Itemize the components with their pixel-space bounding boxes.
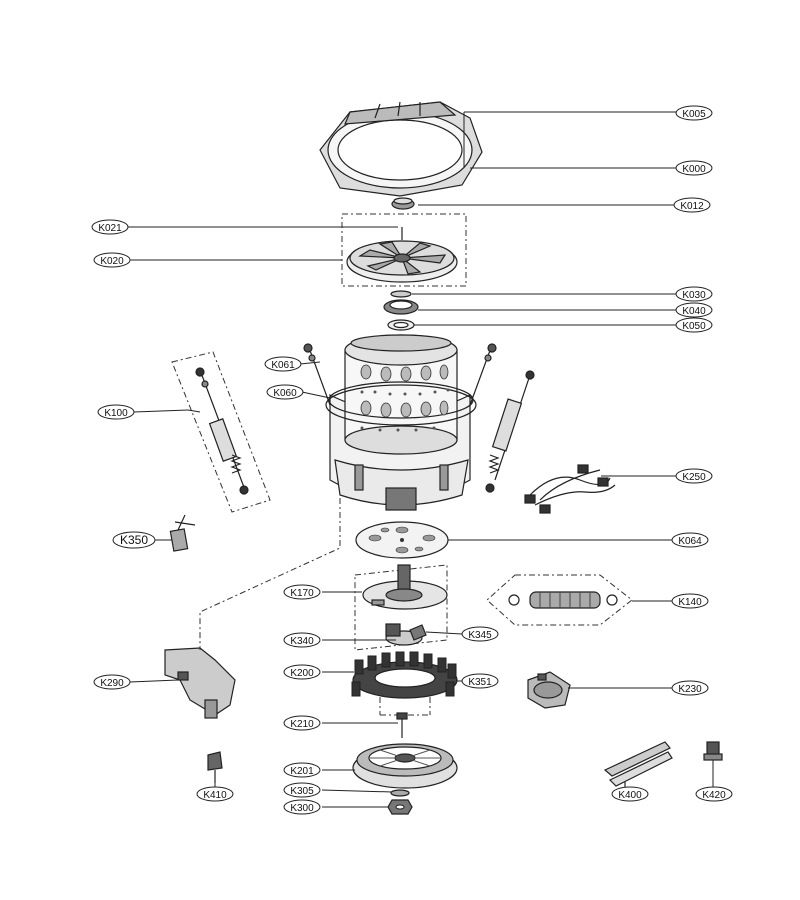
callout-K050: K050 [675, 317, 713, 333]
svg-text:K021: K021 [98, 223, 122, 234]
svg-text:K210: K210 [290, 719, 314, 730]
callout-K305: K305 [283, 782, 321, 798]
wire-harness-part [524, 464, 616, 514]
suspension-rods-part [303, 343, 535, 493]
callout-K230: K230 [671, 680, 709, 696]
svg-text:K012: K012 [680, 201, 704, 212]
leader-lines [128, 111, 714, 808]
bracket-part [164, 647, 236, 719]
clutch-part [354, 564, 448, 651]
callout-K210: K210 [283, 715, 321, 731]
switch-part [703, 741, 723, 761]
nut-part [387, 789, 413, 815]
svg-text:K300: K300 [290, 803, 314, 814]
callout-K100: K100 [97, 404, 135, 420]
svg-text:K100: K100 [104, 408, 128, 419]
tub-assembly-part [325, 334, 477, 511]
bolt-part [396, 712, 408, 738]
clip-part [207, 751, 223, 783]
rotor-part [352, 743, 458, 789]
washers-part [383, 290, 419, 331]
callout-K300: K300 [283, 799, 321, 815]
callout-K350: K350 [112, 531, 156, 549]
brake-part [385, 623, 427, 646]
svg-text:K140: K140 [678, 597, 702, 608]
svg-text:K305: K305 [290, 786, 314, 797]
callout-K061: K061 [264, 356, 302, 372]
callout-K200: K200 [283, 664, 321, 680]
svg-text:K005: K005 [682, 109, 706, 120]
svg-text:K345: K345 [468, 630, 492, 641]
svg-text:K400: K400 [618, 790, 642, 801]
svg-text:K290: K290 [100, 678, 124, 689]
callout-K410: K410 [196, 786, 234, 802]
cap-part [391, 197, 415, 210]
callout-K040: K040 [675, 302, 713, 318]
svg-text:K420: K420 [702, 790, 726, 801]
plate-part [355, 521, 449, 559]
svg-text:K060: K060 [273, 388, 297, 399]
svg-text:K250: K250 [682, 472, 706, 483]
callout-K351: K351 [461, 673, 499, 689]
callout-K030: K030 [675, 286, 713, 302]
pump-part [527, 671, 571, 709]
callout-K005: K005 [675, 105, 713, 121]
callout-K064: K064 [671, 532, 709, 548]
svg-text:K020: K020 [100, 256, 124, 267]
callout-K060: K060 [266, 384, 304, 400]
callout-K290: K290 [93, 674, 131, 690]
top-cover-ring-part [319, 101, 483, 197]
callout-K420: K420 [695, 786, 733, 802]
svg-text:K410: K410 [203, 790, 227, 801]
svg-text:K201: K201 [290, 766, 314, 777]
svg-text:K064: K064 [678, 536, 702, 547]
svg-text:K350: K350 [120, 533, 148, 547]
svg-text:K230: K230 [678, 684, 702, 695]
callout-K345: K345 [461, 626, 499, 642]
svg-text:K000: K000 [682, 164, 706, 175]
pulsator-part [341, 213, 467, 287]
svg-text:K351: K351 [468, 677, 492, 688]
callout-K020: K020 [93, 252, 131, 268]
callout-K140: K140 [671, 593, 709, 609]
svg-text:K040: K040 [682, 306, 706, 317]
lever-part [603, 741, 673, 790]
callout-K340: K340 [283, 632, 321, 648]
callout-K000: K000 [675, 160, 713, 176]
callout-K012: K012 [673, 197, 711, 213]
left-suspension-part [171, 351, 271, 513]
sensor-part [169, 514, 196, 552]
callout-K021: K021 [91, 219, 129, 235]
svg-text:K050: K050 [682, 321, 706, 332]
svg-text:K030: K030 [682, 290, 706, 301]
callout-K170: K170 [283, 584, 321, 600]
svg-text:K061: K061 [271, 360, 295, 371]
hose-part [486, 574, 633, 626]
callout-labels: K005 K000 K012 K021 K020 K030 K040 K050 … [91, 105, 733, 815]
svg-text:K170: K170 [290, 588, 314, 599]
svg-text:K340: K340 [290, 636, 314, 647]
callout-K250: K250 [675, 468, 713, 484]
callout-K201: K201 [283, 762, 321, 778]
callout-K400: K400 [611, 786, 649, 802]
stator-part [351, 651, 458, 716]
svg-text:K200: K200 [290, 668, 314, 679]
